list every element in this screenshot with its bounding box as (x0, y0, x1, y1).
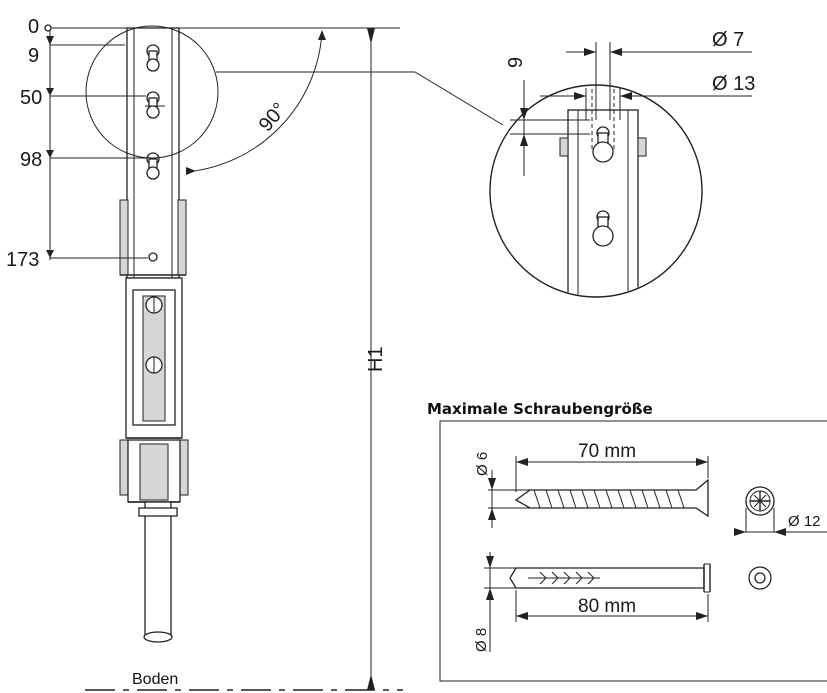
floor-line: Boden (85, 671, 403, 691)
height-dimension: H1 (365, 28, 387, 690)
panel-title: Maximale Schraubengröße (427, 400, 653, 418)
offset-label: 0 (28, 16, 39, 38)
keyhole-slot (592, 210, 614, 247)
wall-plug-end-icon (748, 566, 772, 590)
keyhole-slot (592, 126, 614, 163)
screw-length-label: 70 mm (578, 441, 636, 462)
wall-plug-drawing (509, 563, 711, 593)
height-label: H1 (365, 346, 387, 372)
slot-width-label: Ø 7 (712, 29, 744, 51)
keyhole-slot (145, 91, 165, 119)
floor-label: Boden (132, 671, 178, 688)
hole-offset-dimensions: 0 9 50 98 173 (6, 16, 400, 271)
angle-dimension: 90° (185, 30, 326, 175)
offset-label: 98 (20, 149, 42, 171)
detail-view: Ø 7 Ø 13 9 (489, 29, 755, 298)
detail-leader-line (216, 71, 504, 126)
dowel-diameter-label: Ø 8 (473, 628, 490, 652)
slot-height-label: 9 (505, 57, 527, 68)
head-diameter-label: Ø 12 (788, 513, 821, 530)
screw-diameter-label: Ø 6 (474, 452, 491, 476)
dowel-length-label: 80 mm (578, 596, 636, 617)
head-width-label: Ø 13 (712, 73, 755, 95)
offset-label: 50 (20, 87, 42, 109)
offset-label: 173 (6, 249, 39, 271)
keyhole-slot (146, 152, 160, 180)
phillips-head-icon (745, 486, 775, 516)
offset-label: 9 (28, 45, 39, 67)
detail-marker-circle (85, 25, 219, 159)
bracket-assembly (119, 27, 189, 643)
mounting-hole (148, 252, 158, 262)
angle-label: 90° (255, 99, 291, 136)
max-screw-size-panel: Maximale Schraubengröße 70 mm Ø 6 (427, 400, 827, 682)
screw-drawing (514, 478, 709, 518)
keyhole-slot (146, 44, 160, 72)
